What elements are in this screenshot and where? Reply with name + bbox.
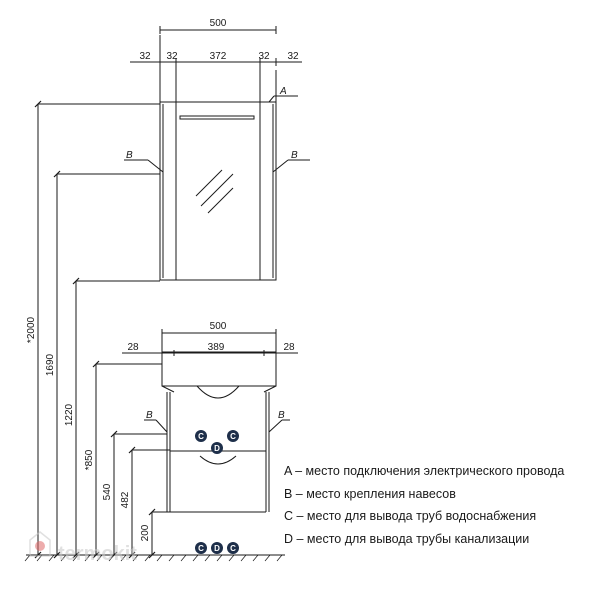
marker-c-upper-left: C [195,430,207,442]
dim-top-right-outer: 32 [287,51,299,62]
dim-height-482: 482 [120,491,131,508]
svg-text:termokit: termokit [58,543,137,565]
dim-height-850: *850 [84,449,95,470]
marker-c-floor-right: C [227,542,239,554]
dim-height-540: 540 [102,483,113,500]
marker-c-upper-right: C [227,430,239,442]
svg-text:C: C [198,432,204,441]
legend-item-c: C – место для вывода труб водоснабжения [284,509,537,523]
dim-top-left-outer: 32 [139,51,151,62]
marker-d-floor: D [211,542,223,554]
marker-a-label: A [279,86,287,97]
dim-top-width: 500 [210,18,227,29]
dim-bottom-width: 500 [210,321,227,332]
legend: A – место подключения электрического про… [284,460,596,550]
floor-hatch [24,554,283,562]
marker-c-floor-left: C [195,542,207,554]
dim-height-1220: 1220 [64,403,75,426]
svg-text:C: C [230,432,236,441]
watermark-logo: termokit [29,531,137,565]
dimension-ticks [34,100,156,559]
dim-top-right-inner: 32 [258,51,270,62]
marker-b-lower-right: B [278,410,285,421]
dim-bottom-left: 28 [127,342,139,353]
dim-top-middle: 372 [210,51,227,62]
marker-b-lower-left: B [146,410,153,421]
svg-text:C: C [198,544,204,553]
dim-top-left-inner: 32 [166,51,178,62]
marker-b-upper-right: B [291,150,298,161]
legend-item-a: A – место подключения электрического про… [284,464,565,478]
svg-text:D: D [214,544,220,553]
dim-height-200: 200 [140,524,151,541]
drawing-lines [24,26,310,562]
legend-item-d: D – место для вывода трубы канализации [284,531,530,546]
svg-text:D: D [214,444,220,453]
svg-text:C: C [230,544,236,553]
dim-bottom-middle: 389 [208,342,225,353]
dim-height-2000: *2000 [26,316,37,343]
marker-b-upper-left: B [126,150,133,161]
dim-bottom-right: 28 [283,342,295,353]
marker-d-upper: D [211,442,223,454]
dim-height-1690: 1690 [45,353,56,376]
flame-icon [35,541,45,551]
house-icon [29,531,51,557]
legend-item-b: B – место крепления навесов [284,486,456,501]
